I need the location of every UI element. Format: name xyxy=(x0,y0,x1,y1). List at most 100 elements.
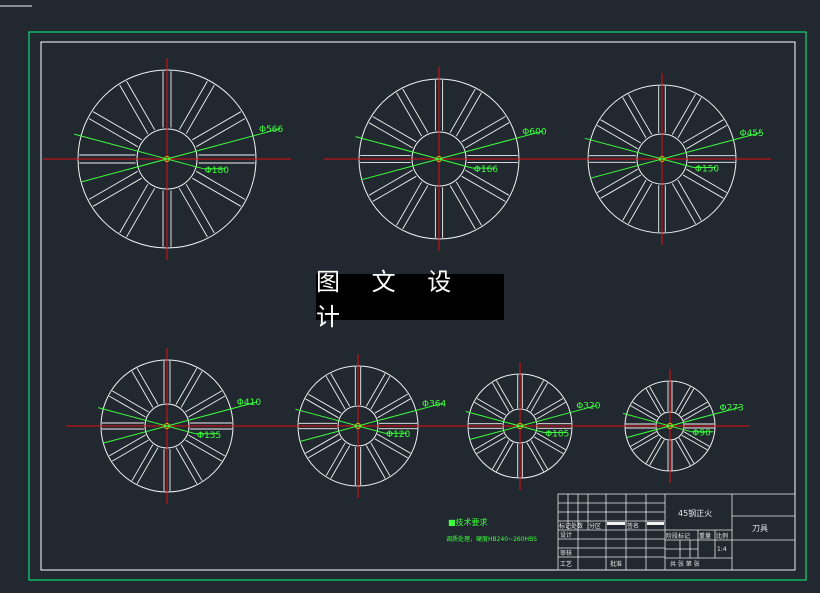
wheel-slot-edge xyxy=(461,116,506,143)
outer-diameter-label: Φ600 xyxy=(522,127,547,137)
wheel-slot-edge xyxy=(600,119,642,144)
hub-diameter-dim-line xyxy=(584,137,695,168)
wheel-slot-edge xyxy=(530,440,548,470)
wheel-slot-edge xyxy=(596,168,638,193)
hub-diameter-label: Φ180 xyxy=(205,166,230,176)
wheels-layer: Φ566Φ180Φ600Φ166Φ455Φ150Φ410Φ135Φ364Φ120… xyxy=(43,58,771,504)
outer-diameter-label: Φ273 xyxy=(720,403,744,413)
title-block xyxy=(557,493,796,571)
wheel-slot-edge xyxy=(196,170,246,200)
title-block-border xyxy=(557,493,796,571)
wheel-slot-edge xyxy=(671,183,696,225)
wheel-slot-edge xyxy=(126,188,156,238)
wheel-slot-edge xyxy=(365,373,386,407)
hub-diameter-label: Φ90 xyxy=(692,429,711,439)
wheel-slot-edge xyxy=(108,434,146,457)
tb-fill-block xyxy=(647,522,664,525)
watermark-banner: 图 文 设 计 xyxy=(316,268,504,331)
outer-diameter-dim-line xyxy=(590,132,761,179)
wheel-slot-edge xyxy=(377,433,411,454)
tb-label-signature: 签名 xyxy=(627,522,639,530)
wheel-slot-edge xyxy=(374,438,409,459)
wheel-slot-edge xyxy=(675,386,691,413)
wheel-slot-edge xyxy=(192,177,242,207)
wheel-slot-edge xyxy=(682,119,724,144)
wheel-slot-edge xyxy=(131,370,154,408)
wheel-slot-edge xyxy=(596,125,638,150)
wheel-slot-edge xyxy=(630,431,657,447)
wheel-slot-edge xyxy=(178,188,208,238)
tb-material: 45钢正火 xyxy=(678,508,712,518)
outer-diameter-dim-line xyxy=(469,404,598,440)
wheel-slot-edge xyxy=(649,386,665,413)
outer-diameter-dim-line xyxy=(626,406,741,439)
wheel-slot-edge xyxy=(678,388,695,415)
wheel-slot-edge xyxy=(677,97,702,139)
hub-diameter-label: Φ150 xyxy=(695,165,720,175)
wheel-slot-edge xyxy=(372,175,417,202)
wheel-slot-edge xyxy=(686,125,728,150)
wheel-slot-edge xyxy=(455,92,482,137)
wheel-slot-edge xyxy=(377,398,411,419)
wheel-slot-edge xyxy=(119,184,149,234)
wheel-slot-edge xyxy=(111,390,149,413)
hub-diameter-dim-line xyxy=(97,407,197,435)
wheel-slot-edge xyxy=(630,405,657,421)
wheel-slot-edge xyxy=(526,442,544,472)
wheel-slot-edge xyxy=(474,432,504,450)
wheel-slot-edge xyxy=(681,401,708,418)
outer-diameter-dim-line xyxy=(361,130,544,181)
center-point xyxy=(667,423,673,429)
wheel-slot-edge xyxy=(88,170,138,200)
hub-diameter-label: Φ120 xyxy=(386,430,411,440)
wheel-slot-edge xyxy=(175,367,198,405)
wheel-slot-edge xyxy=(632,401,659,418)
wheel-slot-edge xyxy=(534,398,564,416)
wheel-slot-edge xyxy=(683,431,710,447)
drawing-frame xyxy=(40,41,796,571)
hub-diameter-dim-line xyxy=(355,136,473,169)
wheel-slot-edge xyxy=(496,380,514,410)
wheel-slot-edge xyxy=(455,181,482,226)
wheel-slot-edge xyxy=(370,442,391,477)
wheel-slot-edge xyxy=(370,375,391,410)
wheel-slot-edge xyxy=(474,402,504,420)
wheel-slot-edge xyxy=(402,88,429,133)
center-point xyxy=(659,156,665,162)
wheel-slot-edge xyxy=(682,174,724,199)
wheel-slot-edge xyxy=(368,169,413,196)
tb-label-design: 设计 xyxy=(560,531,572,539)
outer-diameter-label: Φ410 xyxy=(237,398,262,408)
wheel-slot-edge xyxy=(307,438,342,459)
wheel-slot-edge xyxy=(305,433,339,454)
wheel-slot-edge xyxy=(396,181,423,226)
wheel-slot-edge xyxy=(675,439,691,466)
wheel-slot-edge xyxy=(192,111,242,141)
wheel-slot-edge xyxy=(136,447,159,485)
wheel-slot-edge xyxy=(92,111,142,141)
wheel-slot-edge xyxy=(678,437,695,464)
outer-diameter-label: Φ455 xyxy=(740,129,764,139)
outer-diameter-dim-line xyxy=(299,402,444,442)
wheel-slot-edge xyxy=(645,437,662,464)
wheel-slot-edge xyxy=(496,442,514,472)
wheel-slot-edge xyxy=(461,175,506,202)
tb-scale-value: 1:4 xyxy=(717,546,727,553)
outer-diameter-dim-line xyxy=(103,401,258,444)
tb-label-review: 审核 xyxy=(560,549,572,557)
wheel-slot-edge xyxy=(681,434,708,451)
hub-diameter-dim-line xyxy=(465,411,545,433)
wheel-slot-edge xyxy=(131,444,154,482)
wheel-slot-edge xyxy=(185,439,223,462)
tb-label-mark-count: 标记处数 xyxy=(559,522,583,530)
hub-diameter-label: Φ105 xyxy=(545,430,569,440)
hub-diameter-dim-line xyxy=(622,412,692,433)
wheel-slot-edge xyxy=(365,445,386,479)
tb-label-weight: 重量 xyxy=(699,532,711,540)
